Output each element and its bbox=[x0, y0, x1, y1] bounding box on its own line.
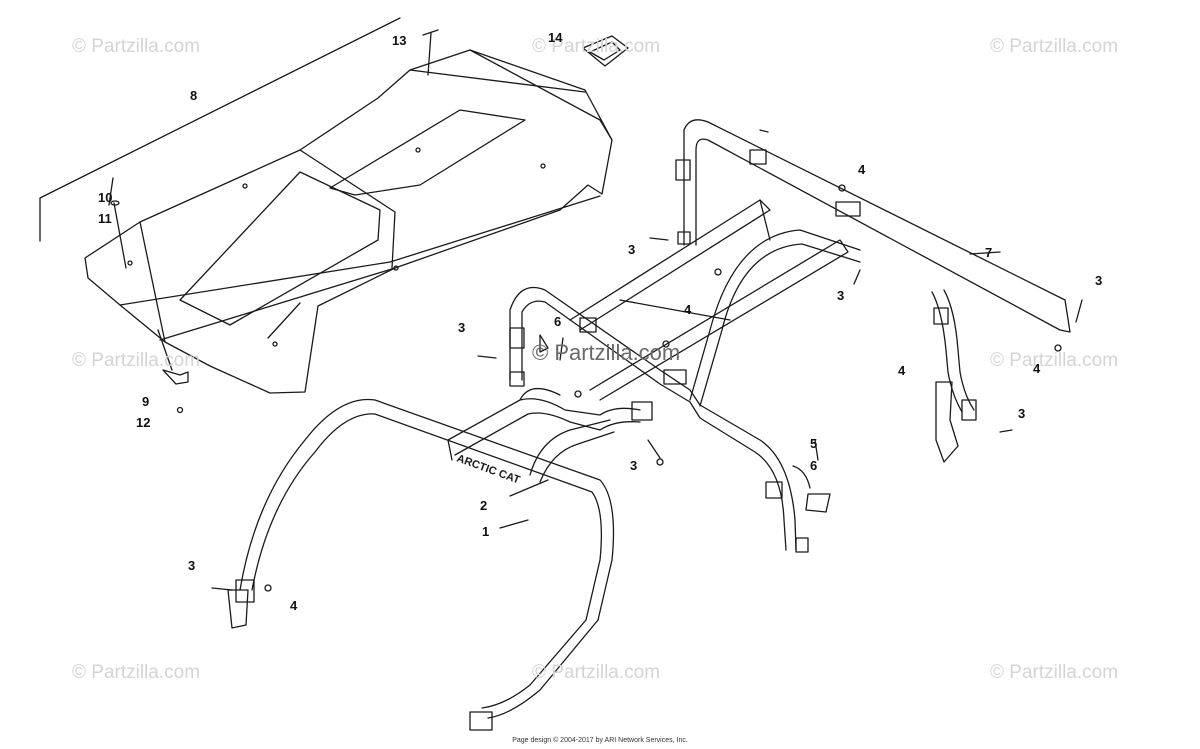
callout-5: 5 bbox=[810, 436, 818, 451]
watermark: © Partzilla.com bbox=[532, 662, 661, 683]
callout-9: 9 bbox=[142, 394, 150, 409]
callout-4: 4 bbox=[1033, 361, 1041, 376]
watermark: © Partzilla.com bbox=[990, 350, 1119, 371]
callout-14: 14 bbox=[548, 30, 563, 45]
watermark: © Partzilla.com bbox=[990, 662, 1119, 683]
leader-8 bbox=[39, 17, 401, 242]
callout-11: 11 bbox=[98, 211, 112, 226]
callout-3: 3 bbox=[630, 458, 638, 473]
callout-4: 4 bbox=[290, 598, 298, 613]
callout-10: 10 bbox=[98, 190, 113, 205]
callout-12: 12 bbox=[136, 415, 151, 430]
front-mount bbox=[227, 589, 249, 629]
middle-roll-bar bbox=[509, 286, 831, 553]
watermark: © Partzilla.com bbox=[990, 36, 1119, 57]
watermark: © Partzilla.com bbox=[72, 662, 201, 683]
callout-13: 13 bbox=[392, 33, 407, 48]
plug-13 bbox=[422, 29, 439, 76]
callout-3: 3 bbox=[628, 242, 636, 257]
rear-mount-4 bbox=[935, 381, 959, 463]
svg-text:ARCTIC CAT: ARCTIC CAT bbox=[455, 453, 522, 487]
screw-10 bbox=[108, 177, 114, 206]
callout-3: 3 bbox=[458, 320, 466, 335]
callout-8: 8 bbox=[190, 88, 198, 103]
leader-bracket bbox=[157, 329, 173, 371]
callout-3: 3 bbox=[1095, 273, 1103, 288]
brand-decal: ARCTIC CAT bbox=[455, 453, 522, 487]
callout-3: 3 bbox=[837, 288, 845, 303]
callout-7: 7 bbox=[985, 245, 993, 260]
watermark: © Partzilla.com bbox=[72, 36, 201, 57]
callout-3: 3 bbox=[1018, 406, 1026, 421]
rear-roll-bar bbox=[675, 119, 1071, 421]
nut-12 bbox=[176, 406, 184, 414]
callout-1: 1 bbox=[482, 524, 490, 539]
watermark: © Partzilla.com bbox=[532, 36, 661, 57]
watermark: © Partzilla.com bbox=[72, 350, 201, 371]
watermark-center: © Partzilla.com bbox=[532, 340, 681, 365]
callout-4: 4 bbox=[858, 162, 866, 177]
callout-6: 6 bbox=[810, 458, 818, 473]
callout-2: 2 bbox=[480, 498, 488, 513]
page-footer: Page design © 2004-2017 by ARI Network S… bbox=[512, 737, 688, 744]
callout-4: 4 bbox=[684, 302, 692, 317]
callout-6: 6 bbox=[554, 314, 562, 329]
cross-support bbox=[569, 199, 861, 407]
leader-roof-screw bbox=[113, 202, 127, 269]
grommet-14 bbox=[582, 35, 629, 67]
front-roll-bar bbox=[235, 388, 653, 731]
callout-4: 4 bbox=[898, 363, 906, 378]
bracket-9 bbox=[162, 369, 189, 385]
callout-3: 3 bbox=[188, 558, 196, 573]
roof-panel bbox=[84, 49, 613, 394]
